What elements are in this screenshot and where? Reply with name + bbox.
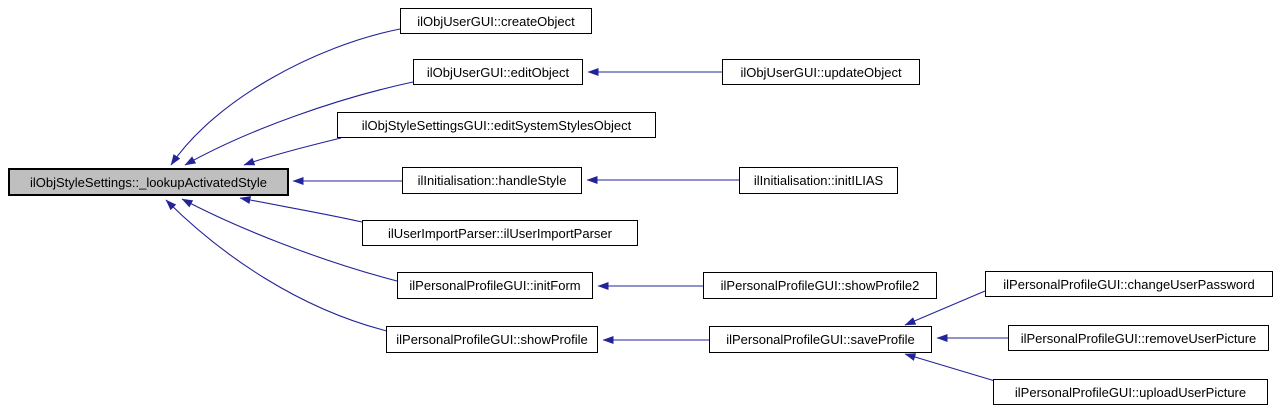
node-initILIAS[interactable]: ilInitialisation::initILIAS	[739, 167, 898, 194]
edge-ilUserImportParser-lookupActivatedStyle	[239, 196, 363, 223]
edge-editSystemStylesObject-lookupActivatedStyle	[243, 137, 342, 166]
node-ilUserImportParser[interactable]: ilUserImportParser::ilUserImportParser	[362, 220, 638, 246]
node-handleStyle[interactable]: ilInitialisation::handleStyle	[402, 167, 582, 194]
node-removeUserPicture[interactable]: ilPersonalProfileGUI::removeUserPicture	[1008, 325, 1269, 351]
node-lookupActivatedStyle: ilObjStyleSettings::_lookupActivatedStyl…	[8, 168, 289, 196]
node-showProfile2[interactable]: ilPersonalProfileGUI::showProfile2	[703, 272, 937, 299]
edge-initForm-lookupActivatedStyle	[181, 198, 398, 282]
edge-changeUserPassword-saveProfile	[904, 290, 986, 326]
node-createObject[interactable]: ilObjUserGUI::createObject	[400, 8, 592, 34]
node-updateObject[interactable]: ilObjUserGUI::updateObject	[722, 59, 920, 85]
edge-createObject-lookupActivatedStyle	[170, 28, 401, 166]
node-showProfile[interactable]: ilPersonalProfileGUI::showProfile	[386, 326, 598, 353]
node-editSystemStylesObject[interactable]: ilObjStyleSettingsGUI::editSystemStylesO…	[337, 112, 656, 138]
edge-showProfile-lookupActivatedStyle	[165, 199, 388, 332]
node-saveProfile[interactable]: ilPersonalProfileGUI::saveProfile	[709, 326, 932, 353]
node-editObject[interactable]: ilObjUserGUI::editObject	[413, 59, 583, 85]
node-uploadUserPicture[interactable]: ilPersonalProfileGUI::uploadUserPicture	[993, 379, 1268, 405]
edge-uploadUserPicture-saveProfile	[904, 353, 996, 382]
node-changeUserPassword[interactable]: ilPersonalProfileGUI::changeUserPassword	[985, 271, 1273, 297]
edge-editObject-lookupActivatedStyle	[184, 81, 414, 166]
node-initForm[interactable]: ilPersonalProfileGUI::initForm	[397, 272, 593, 299]
